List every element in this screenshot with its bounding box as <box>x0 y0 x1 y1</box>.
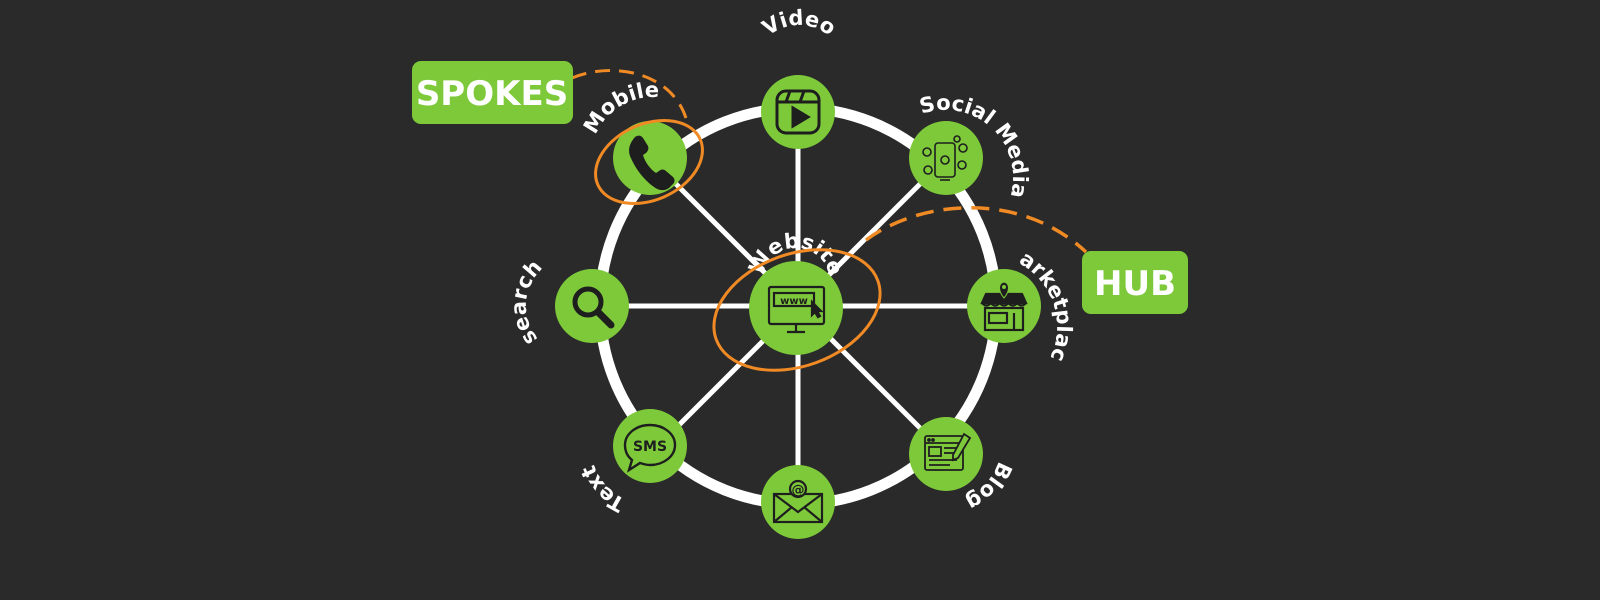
svg-text:Text: Text <box>576 462 628 516</box>
spoke-node-social-media[interactable]: Social Media <box>909 91 1032 200</box>
spoke-node-email[interactable]: @ <box>761 465 835 539</box>
www-icon-text: www <box>780 296 808 307</box>
sms-icon-text: SMS <box>633 439 667 455</box>
mobile-highlight-ring <box>594 118 704 206</box>
spoke-node-marketplace[interactable]: Marketplace <box>0 0 1076 365</box>
spoke-node-search[interactable]: search <box>507 255 629 350</box>
spoke-node-video[interactable]: Video <box>758 6 840 149</box>
spokes-callout: SPOKES <box>412 61 573 124</box>
spoke-node-blog[interactable]: Blog <box>909 417 1017 515</box>
hub-callout-connector <box>864 206 1088 254</box>
hub-circle <box>749 261 843 355</box>
hub-node: Website www <box>744 229 848 355</box>
hub-tag-box <box>1082 251 1188 314</box>
storefront-icon <box>980 281 1028 332</box>
magnifier-icon <box>572 286 615 329</box>
spoke-circle <box>909 417 983 491</box>
svg-text:Video: Video <box>758 6 840 41</box>
spoke-label-video: Video <box>758 6 840 41</box>
email-envelope-icon <box>772 479 824 524</box>
sms-bubble-icon <box>623 423 677 473</box>
spokes-callout-connector <box>571 69 688 119</box>
website-monitor-icon <box>767 285 826 334</box>
spokes-tag-box <box>412 61 573 124</box>
hub-tag-text: HUB <box>1094 264 1176 304</box>
svg-text:search: search <box>507 255 547 350</box>
spokes-tag-text: SPOKES <box>416 74 568 114</box>
social-media-phone-icon <box>922 135 968 181</box>
hub-highlight-ring <box>712 248 882 372</box>
email-at-symbol: @ <box>792 483 805 498</box>
spoke-label-marketplace: Marketplace <box>0 0 1076 365</box>
spoke-circle <box>909 121 983 195</box>
spoke-label-search: search <box>507 255 547 350</box>
blog-post-icon <box>924 432 972 471</box>
spoke-node-text[interactable]: SMS Text <box>576 409 687 517</box>
video-play-icon <box>775 89 821 135</box>
phone-handset-icon <box>629 135 675 191</box>
spoke-circle <box>555 269 629 343</box>
svg-text:Marketplace: Marketplace <box>0 0 1076 365</box>
spoke-label-text: Text <box>576 462 628 516</box>
spoke-circle <box>761 465 835 539</box>
hub-callout: HUB <box>1082 251 1188 314</box>
